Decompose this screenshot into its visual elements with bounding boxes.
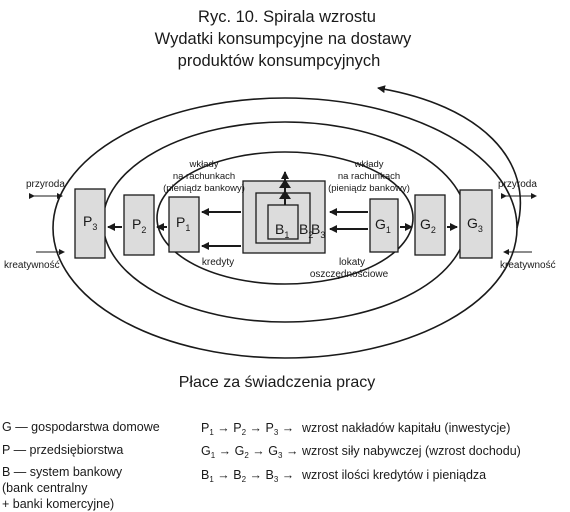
g1-box	[369, 198, 399, 253]
p2-box	[123, 194, 155, 256]
legend-b: B — system bankowy	[2, 465, 123, 480]
deposits-left-label: wkłady na rachunkach (pieniądz bankowy)	[163, 159, 245, 194]
svg-text:kreatywność: kreatywność	[500, 260, 556, 271]
bank-b2-label: B2	[299, 221, 313, 240]
g2-box	[414, 194, 446, 256]
g3-label: G3	[467, 215, 483, 234]
p3-box	[74, 188, 106, 259]
deposits-right-label: wkłady na rachunkach (pieniądz bankowy)	[328, 159, 410, 194]
svg-text:wzrost siły nabywczej (wzrost: wzrost siły nabywczej (wzrost dochodu)	[301, 444, 521, 458]
bank-b3-label: B3	[311, 221, 325, 240]
growth-up-arrowhead-2	[279, 190, 291, 199]
svg-text:na rachunkach: na rachunkach	[173, 171, 235, 182]
p1-label: P1	[176, 214, 190, 233]
legend-b-detail-1: (bank centralny	[2, 480, 88, 495]
savings-label: lokaty oszczędnościowe	[310, 257, 389, 280]
sequence-p: P1 → P2 → P3 → wzrost nakładów kapitału …	[201, 421, 510, 437]
p1-box	[168, 196, 200, 253]
creativity-left: kreatywność	[4, 249, 65, 271]
svg-text:na rachunkach: na rachunkach	[338, 171, 400, 182]
growth-up-arrowhead-3	[279, 179, 291, 188]
nature-left: przyroda	[26, 179, 65, 199]
g3-box	[459, 189, 493, 259]
spiral-outgoing-arc	[377, 85, 522, 229]
svg-text:wkłady: wkłady	[353, 159, 383, 170]
figure-subtitle-line2: produktów konsumpcyjnych	[178, 52, 381, 70]
g2-label: G2	[420, 216, 436, 235]
bank-b1-box	[267, 204, 299, 240]
svg-text:przyroda: przyroda	[26, 179, 65, 190]
g1-label: G1	[375, 216, 391, 235]
credits-label: kredyty	[202, 257, 234, 268]
enterprises: P3 P2 P1	[74, 188, 241, 259]
sequence-b: B1 → B2 → B3 → wzrost ilości kredytów i …	[201, 468, 486, 484]
svg-text:przyroda: przyroda	[498, 179, 537, 190]
key-legend: G — gospodarstwa domowe P — przedsiębior…	[2, 420, 160, 512]
creativity-right: kreatywność	[500, 249, 556, 271]
svg-text:G1 → G2 → G3 →: G1 → G2 → G3 →	[201, 444, 298, 460]
legend-p: P — przedsiębiorstwa	[2, 442, 124, 457]
svg-text:P1 → P2 → P3 →: P1 → P2 → P3 →	[201, 421, 294, 437]
figure-title: Ryc. 10. Spirala wzrostu	[198, 8, 376, 26]
svg-text:kreatywność: kreatywność	[4, 260, 60, 271]
p2-label: P2	[132, 216, 146, 235]
svg-text:(pieniądz bankowy): (pieniądz bankowy)	[328, 183, 410, 194]
legend-b-detail-2: + banki komercyjne)	[2, 496, 115, 511]
bank-b1-label: B1	[275, 221, 289, 240]
nature-right: przyroda	[498, 179, 537, 199]
svg-text:wzrost ilości kredytów i pieni: wzrost ilości kredytów i pieniądza	[301, 468, 486, 482]
svg-text:wkłady: wkłady	[188, 159, 218, 170]
svg-text:lokaty: lokaty	[339, 257, 365, 268]
households: G1 G2 G3	[329, 189, 493, 259]
svg-text:B1 → B2 → B3 →: B1 → B2 → B3 →	[201, 468, 294, 484]
svg-text:(pieniądz bankowy): (pieniądz bankowy)	[163, 183, 245, 194]
figure-subtitle-line1: Wydatki konsumpcyjne na dostawy	[155, 30, 412, 48]
svg-text:oszczędnościowe: oszczędnościowe	[310, 269, 389, 280]
svg-text:wzrost nakładów kapitału (inwe: wzrost nakładów kapitału (inwestycje)	[301, 421, 510, 435]
p3-label: P3	[83, 213, 97, 232]
bank-system: B1 B2 B3	[242, 171, 326, 254]
legend-g: G — gospodarstwa domowe	[2, 420, 160, 434]
spiral-ring-inner	[156, 151, 414, 285]
sequence-g: G1 → G2 → G3 → wzrost siły nabywczej (wz…	[201, 444, 521, 460]
wages-caption: Płace za świadczenia pracy	[179, 374, 376, 391]
